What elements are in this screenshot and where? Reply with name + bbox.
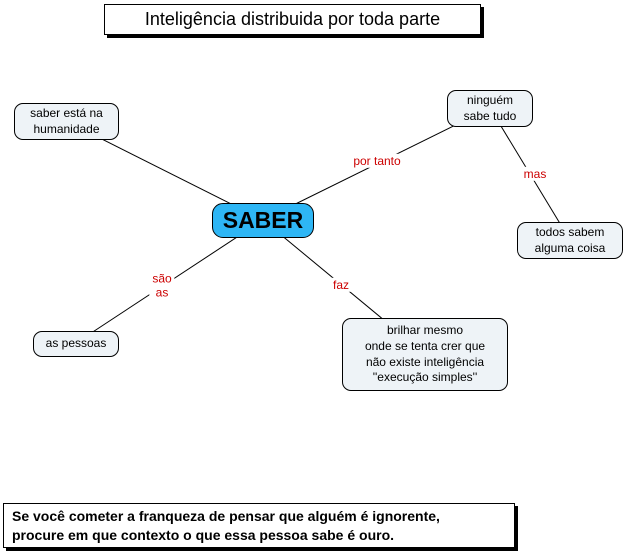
map-title: Inteligência distribuida por toda parte <box>104 4 481 35</box>
link-label-sao-as[interactable]: são as <box>149 271 175 301</box>
concept-node-humanidade[interactable]: saber está na humanidade <box>14 103 119 140</box>
link-label-por-tanto[interactable]: por tanto <box>350 153 404 169</box>
link-label-mas[interactable]: mas <box>520 166 550 182</box>
footer-note: Se você cometer a franqueza de pensar qu… <box>3 503 515 548</box>
link-label-faz[interactable]: faz <box>329 277 353 293</box>
concept-node-ninguem[interactable]: ninguém sabe tudo <box>447 90 533 127</box>
concept-node-todos[interactable]: todos sabem alguma coisa <box>517 222 623 259</box>
concept-node-saber[interactable]: SABER <box>212 203 314 238</box>
concept-node-brilhar[interactable]: brilhar mesmo onde se tenta crer que não… <box>342 318 508 391</box>
concept-node-pessoas[interactable]: as pessoas <box>33 331 119 357</box>
